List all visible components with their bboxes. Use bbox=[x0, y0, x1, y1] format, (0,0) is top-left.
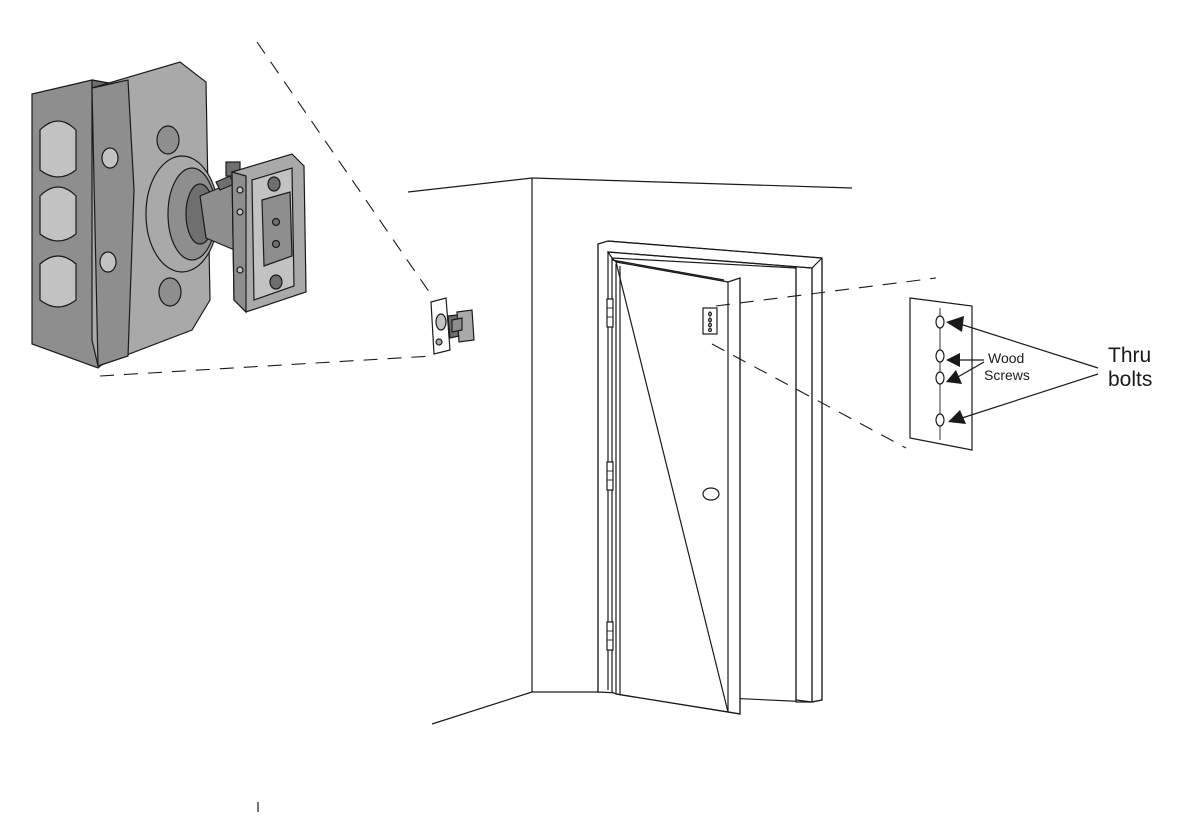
door-knob bbox=[702, 487, 720, 501]
wood-screws-label-line1: Wood bbox=[988, 350, 1024, 366]
wood-screws-label-line2: Screws bbox=[984, 367, 1030, 383]
wood-screw-hole-lower bbox=[935, 371, 945, 385]
door-mount-plate bbox=[702, 307, 718, 335]
thru-bolt-hole-top bbox=[935, 315, 945, 329]
thru-bolts-label-line1: Thru bbox=[1108, 344, 1151, 367]
thru-bolts-label-line2: bolts bbox=[1108, 368, 1152, 391]
door-plate-detail bbox=[909, 297, 973, 451]
wood-screws-label: Wood Screws bbox=[984, 350, 1030, 383]
door-hinges bbox=[606, 298, 614, 651]
thru-bolts-label: Thru bolts bbox=[1108, 344, 1152, 391]
wood-screw-hole-upper bbox=[935, 349, 945, 363]
callout-arrows bbox=[946, 316, 1099, 424]
wall-bracket-small bbox=[430, 297, 475, 355]
bracket-detail-enlarged bbox=[31, 61, 307, 369]
projection-lines bbox=[99, 41, 937, 449]
hinge-top bbox=[606, 298, 614, 328]
hinge-bottom bbox=[606, 621, 614, 651]
hinge-middle bbox=[606, 461, 614, 491]
room-walls bbox=[407, 177, 853, 725]
thru-bolt-hole-bottom bbox=[935, 413, 945, 427]
door bbox=[611, 256, 741, 715]
